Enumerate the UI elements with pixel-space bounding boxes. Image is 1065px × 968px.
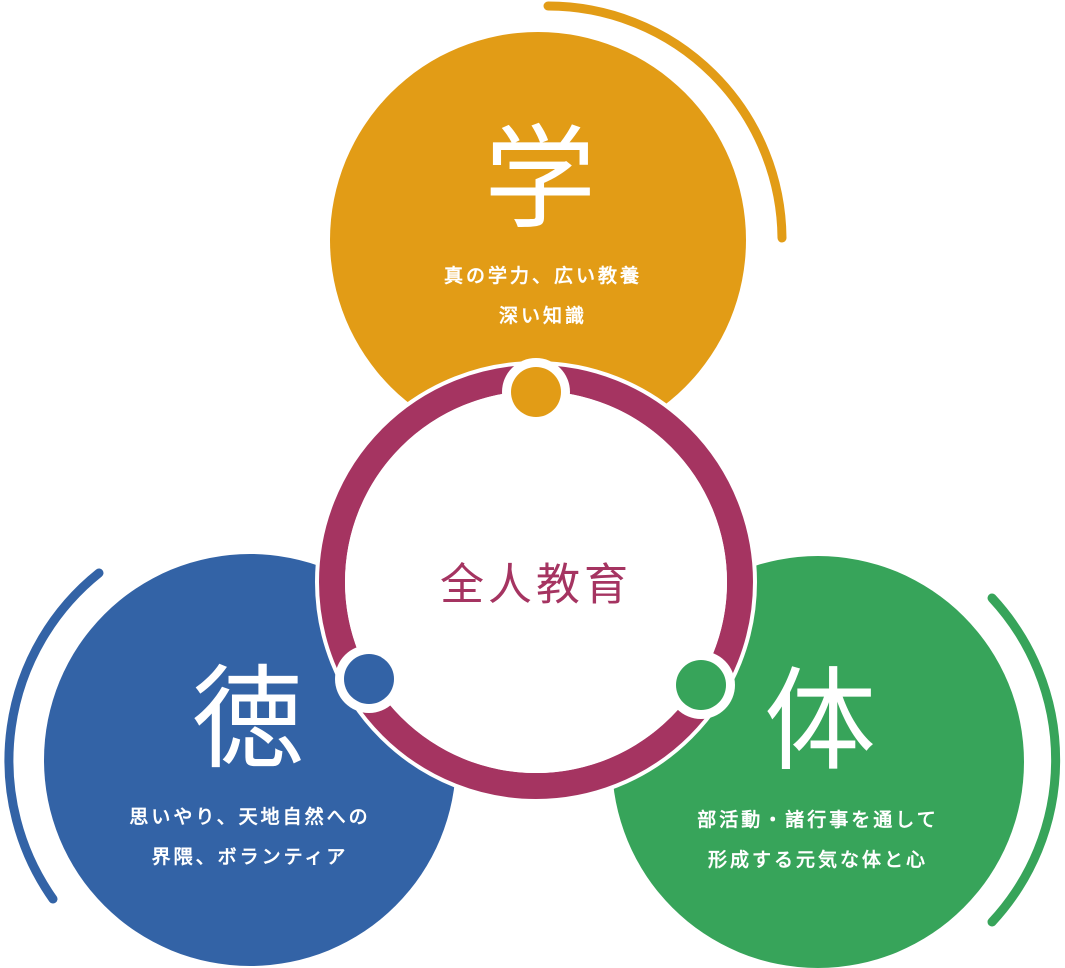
center-disc — [345, 391, 727, 773]
toku-desc-line2: 界隈、ボランティア — [152, 846, 349, 868]
toku-connector-dot — [344, 654, 394, 704]
tai-outer-arc — [987, 593, 1061, 927]
tai-desc-line2: 形成する元気な体と心 — [708, 848, 928, 871]
gaku-outer-arc — [543, 1, 787, 243]
gaku-circle — [330, 32, 746, 448]
toku-kanji: 徳 — [192, 655, 304, 785]
tai-kanji: 体 — [764, 657, 876, 787]
toku-desc-line1: 思いやり、天地自然への — [129, 805, 370, 828]
gaku-connector-dot — [511, 367, 561, 417]
gaku-kanji: 学 — [484, 115, 596, 245]
toku-outer-arc — [4, 568, 104, 904]
gaku-desc-line2: 深い知識 — [499, 304, 587, 327]
center-title: 全人教育 — [440, 560, 632, 611]
tai-connector-dot — [676, 660, 726, 710]
gaku-desc-line1: 真の学力、広い教養 — [444, 264, 642, 287]
tai-desc-line1: 部活動・諸行事を通して — [697, 808, 938, 831]
